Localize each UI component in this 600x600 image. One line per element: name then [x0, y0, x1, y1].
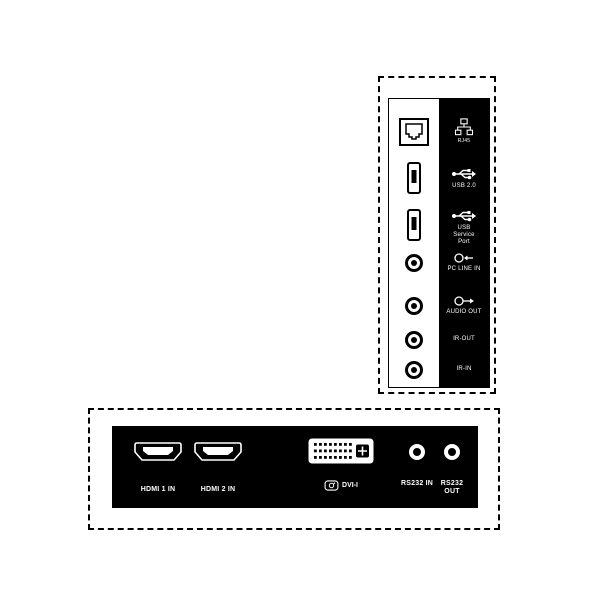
- hdmi2-port: [194, 442, 242, 462]
- port-label-text: PC LINE IN: [447, 266, 481, 272]
- port-label-hdmi2: HDMI 2 IN: [200, 486, 236, 493]
- side-label-strip: RJ45 USB 2.0: [439, 99, 489, 387]
- usb-icon: [451, 167, 477, 181]
- usb-port-1: [407, 162, 421, 194]
- port-label-usb2: USB 2.0: [439, 167, 489, 190]
- port-label-text: USB 2.0: [452, 183, 476, 189]
- port-label-pc-line-in: PC LINE IN: [439, 252, 489, 273]
- port-label-ir-in: IR-IN: [439, 366, 489, 373]
- audio-out-icon: [453, 295, 475, 307]
- side-io-panel: RJ45 USB 2.0: [378, 76, 496, 394]
- port-label-dvi-row: DVI-I: [311, 480, 371, 491]
- port-label-text: IR-OUT: [453, 336, 475, 342]
- port-label-text: DVI-I: [342, 482, 358, 489]
- usb-icon: [451, 209, 477, 223]
- ir-out-jack: [405, 331, 423, 349]
- port-label-audio-out: AUDIO OUT: [439, 295, 489, 316]
- dvi-port: [308, 436, 374, 466]
- pc-line-in-jack: [405, 254, 423, 272]
- line-in-icon: [453, 252, 475, 264]
- bottom-io-panel-body: HDMI 1 IN HDMI 2 IN: [112, 426, 478, 508]
- network-icon: [455, 118, 473, 136]
- side-io-panel-body: RJ45 USB 2.0: [388, 98, 490, 388]
- rj45-port: [399, 118, 429, 146]
- port-label-rj45: RJ45: [439, 118, 489, 144]
- ir-in-jack: [405, 361, 423, 379]
- port-label-rs232-out: RS232 OUT: [440, 480, 464, 496]
- port-label-text: USB Service Port: [453, 225, 475, 246]
- port-label-ir-out: IR-OUT: [439, 336, 489, 343]
- hdmi1-port: [134, 442, 182, 462]
- port-label-usb-service: USB Service Port: [439, 209, 489, 247]
- bottom-io-panel: HDMI 1 IN HDMI 2 IN: [88, 408, 500, 530]
- rs232-in-jack: [409, 444, 425, 460]
- side-connector-column: [389, 99, 439, 387]
- dvi-icon: [324, 480, 339, 491]
- port-label-text: RJ45: [457, 138, 471, 144]
- port-label-text: AUDIO OUT: [446, 309, 482, 315]
- audio-out-jack: [405, 297, 423, 315]
- rs232-out-jack: [444, 444, 460, 460]
- port-label-hdmi1: HDMI 1 IN: [140, 486, 176, 493]
- port-label-text: IR-IN: [456, 366, 472, 372]
- usb-port-2: [407, 209, 421, 241]
- port-label-rs232-in: RS232 IN: [401, 480, 433, 487]
